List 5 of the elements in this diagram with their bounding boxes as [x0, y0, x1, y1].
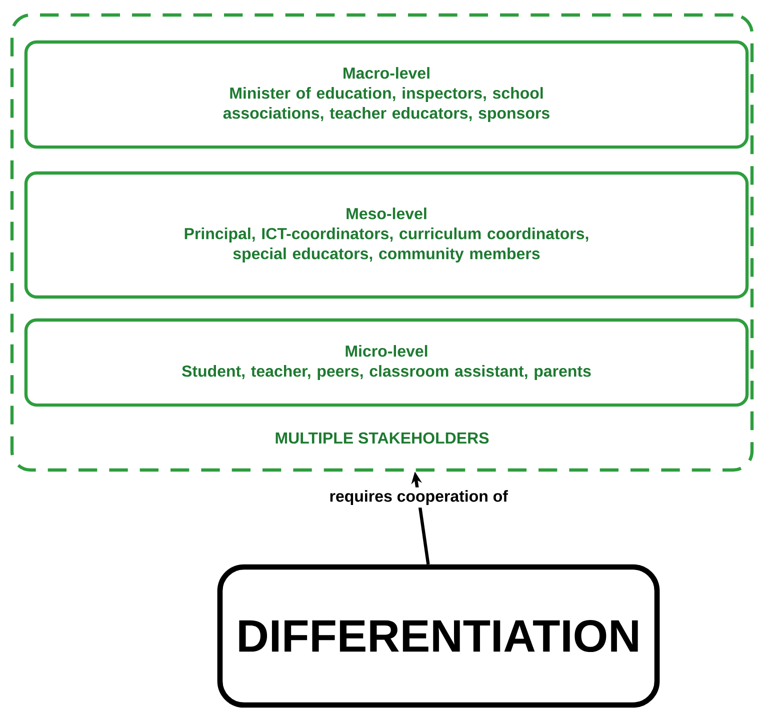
level-box: Micro-level Student, teacher, peers, classroom assistant, parents — [24, 318, 749, 407]
level-box: Meso-level Principal, ICT-coordinators, curriculum coordinators, special educators, community members — [24, 171, 749, 299]
concept-box: DIFFERENTIATION — [217, 564, 660, 708]
level-box: Macro-level Minister of education, inspectors, school associations, teacher educators, sponsors — [24, 40, 749, 149]
edge-label: requires cooperation of — [326, 487, 511, 508]
